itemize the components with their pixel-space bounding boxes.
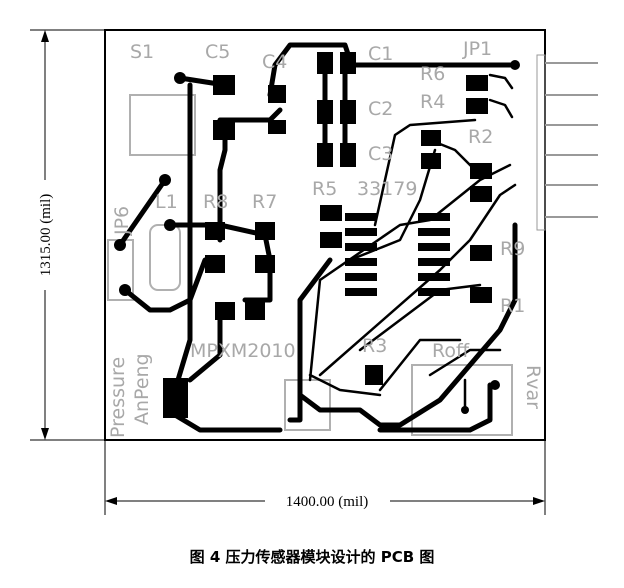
label-c5: C5 xyxy=(205,41,230,63)
label-rvar: Rvar xyxy=(522,365,544,409)
label-roff: Roff xyxy=(432,340,470,362)
width-label: 1400.00 (mil) xyxy=(286,494,369,510)
label-r7: R7 xyxy=(252,191,277,213)
label-c4: C4 xyxy=(262,51,287,73)
label-r2: R2 xyxy=(468,126,493,148)
label-r9: R9 xyxy=(500,238,525,260)
label-r5: R5 xyxy=(312,178,337,200)
label-c2: C2 xyxy=(368,98,393,120)
height-label: 1315.00 (mil) xyxy=(38,194,54,277)
silkscreen-labels: S1 C5 C4 C1 JP1 R6 R4 C2 R2 C3 R5 33179 … xyxy=(107,38,544,438)
label-jp1: JP1 xyxy=(462,38,492,60)
label-mpxm2010: MPXM2010 xyxy=(190,340,296,362)
label-c1: C1 xyxy=(368,43,393,65)
pads xyxy=(114,52,520,418)
label-pressure: Pressure xyxy=(107,357,129,438)
label-l1: L1 xyxy=(155,191,178,213)
figure-caption: 图 4 压力传感器模块设计的 PCB 图 xyxy=(190,548,435,566)
label-ic-33179: 33179 xyxy=(357,178,417,200)
label-r6: R6 xyxy=(420,63,445,85)
label-r1: R1 xyxy=(500,295,525,317)
width-dimension: 1400.00 (mil) xyxy=(104,440,546,515)
label-c3: C3 xyxy=(368,143,393,165)
label-jp6: JP6 xyxy=(111,206,133,236)
label-r4: R4 xyxy=(420,91,445,113)
connector-jp1-pins xyxy=(536,54,598,231)
pcb-board: S1 C5 C4 C1 JP1 R6 R4 C2 R2 C3 R5 33179 … xyxy=(104,29,598,441)
label-anpeng: AnPeng xyxy=(131,353,153,425)
label-s1: S1 xyxy=(130,41,154,63)
label-r3: R3 xyxy=(362,335,387,357)
label-r8: R8 xyxy=(203,191,228,213)
height-dimension: 1315.00 (mil) xyxy=(30,29,105,441)
